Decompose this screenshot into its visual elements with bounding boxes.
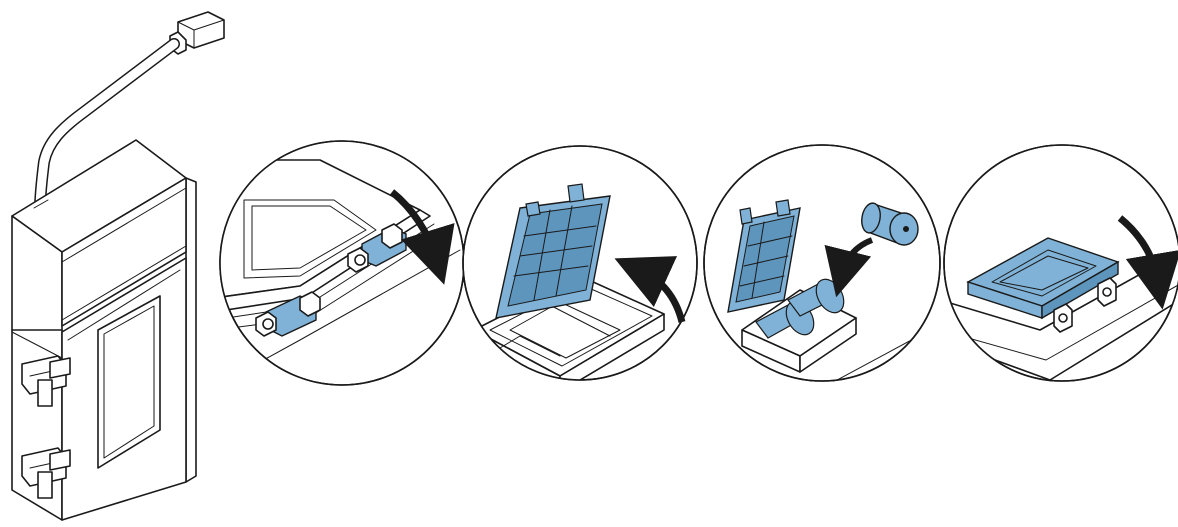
clip-left <box>1054 304 1072 332</box>
step-3-insert-cells <box>704 145 940 400</box>
battery-unit <box>12 0 224 520</box>
step-2-open-lid <box>463 146 700 420</box>
step-4-close-lid <box>940 145 1178 381</box>
step-1-release-clips <box>200 141 464 385</box>
clip-right <box>1098 278 1116 306</box>
